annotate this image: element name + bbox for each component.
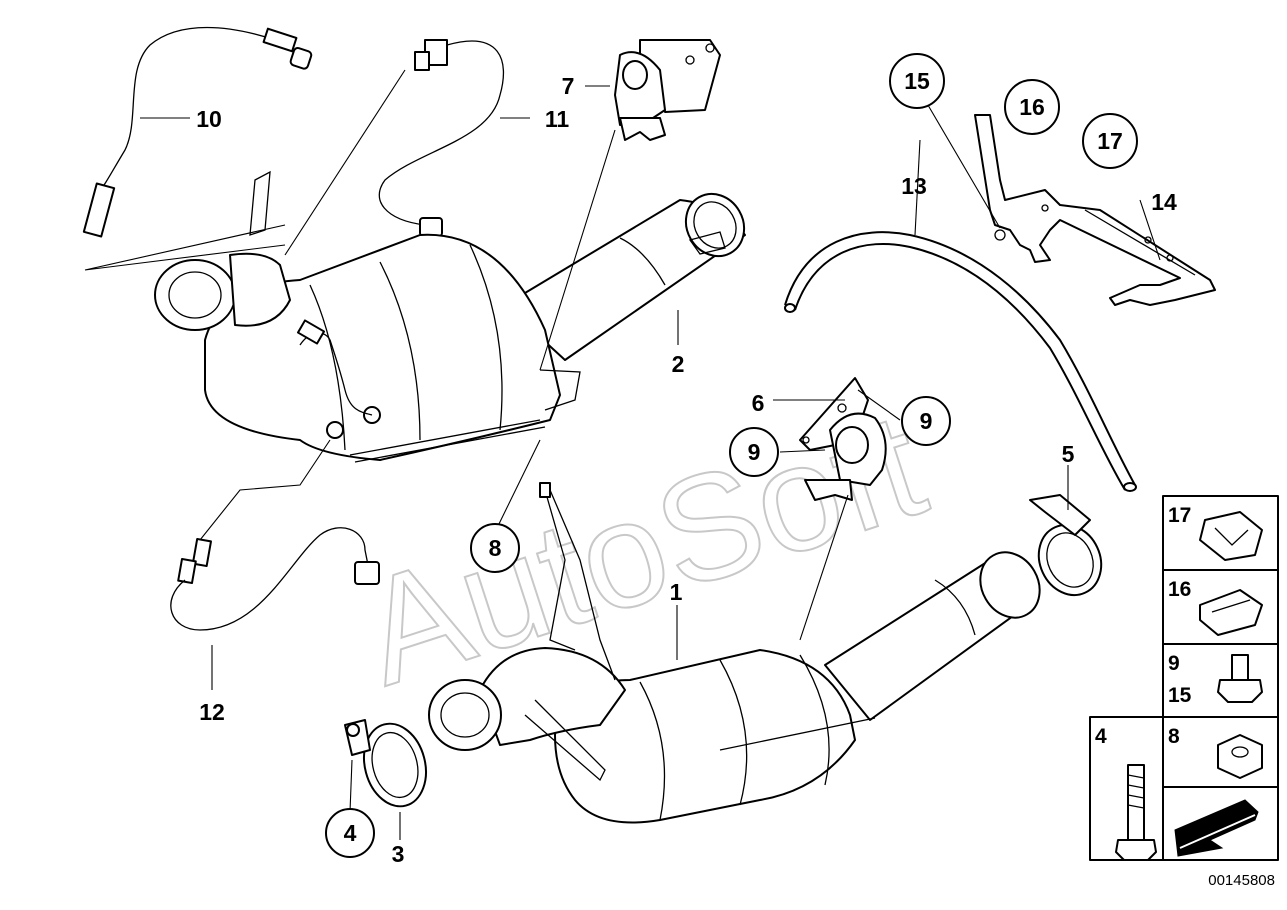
oxygen-sensor-lower: [170, 527, 380, 631]
legend-label-15: 15: [1168, 684, 1192, 707]
callout-13: 13: [901, 173, 927, 199]
oxygen-sensor-upper: [82, 26, 313, 238]
legend-label-4: 4: [1095, 725, 1107, 748]
callout-9a: 9: [748, 439, 761, 465]
catalytic-converter-lower: [428, 482, 1041, 824]
callout-circle-16: [1004, 79, 1060, 135]
legend-label-9: 9: [1168, 652, 1180, 675]
bracket-upper: [614, 39, 721, 141]
callout-circle-17: [1082, 113, 1138, 169]
legend-cell-4: [1089, 716, 1164, 861]
clamp-right: [1029, 494, 1103, 597]
clamp-lower-left: [344, 719, 427, 808]
leader-lines: [84, 69, 1161, 840]
callout-8: 8: [489, 535, 502, 561]
callout-labels: 1 2 3 5 6 7 10 11 12 13 14 15 16 17 9 9 …: [196, 53, 1177, 867]
callout-7: 7: [562, 73, 575, 99]
callout-circle-4: [325, 808, 375, 858]
callout-3: 3: [392, 841, 405, 867]
callout-11: 11: [545, 106, 570, 132]
callout-circle-8: [470, 523, 520, 573]
callout-10: 10: [196, 106, 222, 132]
callout-4: 4: [344, 820, 357, 846]
callout-circle-9b: [901, 396, 951, 446]
callout-5: 5: [1062, 441, 1075, 467]
callout-circle-15: [889, 53, 945, 109]
reference-number: 00145808: [1208, 872, 1275, 889]
callout-16: 16: [1019, 94, 1045, 120]
callout-1: 1: [670, 579, 683, 605]
legend-label-16: 16: [1168, 578, 1191, 601]
callout-6: 6: [752, 390, 765, 416]
hose: [784, 231, 1137, 492]
callout-12: 12: [199, 699, 225, 725]
parts-legend: 17 16 9 15 8 4: [1089, 495, 1279, 861]
bracket-right: [974, 114, 1216, 306]
bracket-middle: [799, 377, 887, 501]
callout-circle-9a: [729, 427, 779, 477]
callout-2: 2: [672, 351, 685, 377]
clip-icon-17: [1199, 511, 1263, 561]
callout-14: 14: [1151, 189, 1177, 215]
callout-9b: 9: [920, 408, 933, 434]
callout-17: 17: [1097, 128, 1123, 154]
catalytic-converter-upper: [154, 170, 746, 463]
legend-label-8: 8: [1168, 725, 1180, 748]
oxygen-sensor-upper-rear: [378, 39, 505, 237]
bolt-icon-9-15: [1231, 654, 1249, 681]
legend-label-17: 17: [1168, 504, 1191, 527]
callout-15: 15: [904, 68, 930, 94]
